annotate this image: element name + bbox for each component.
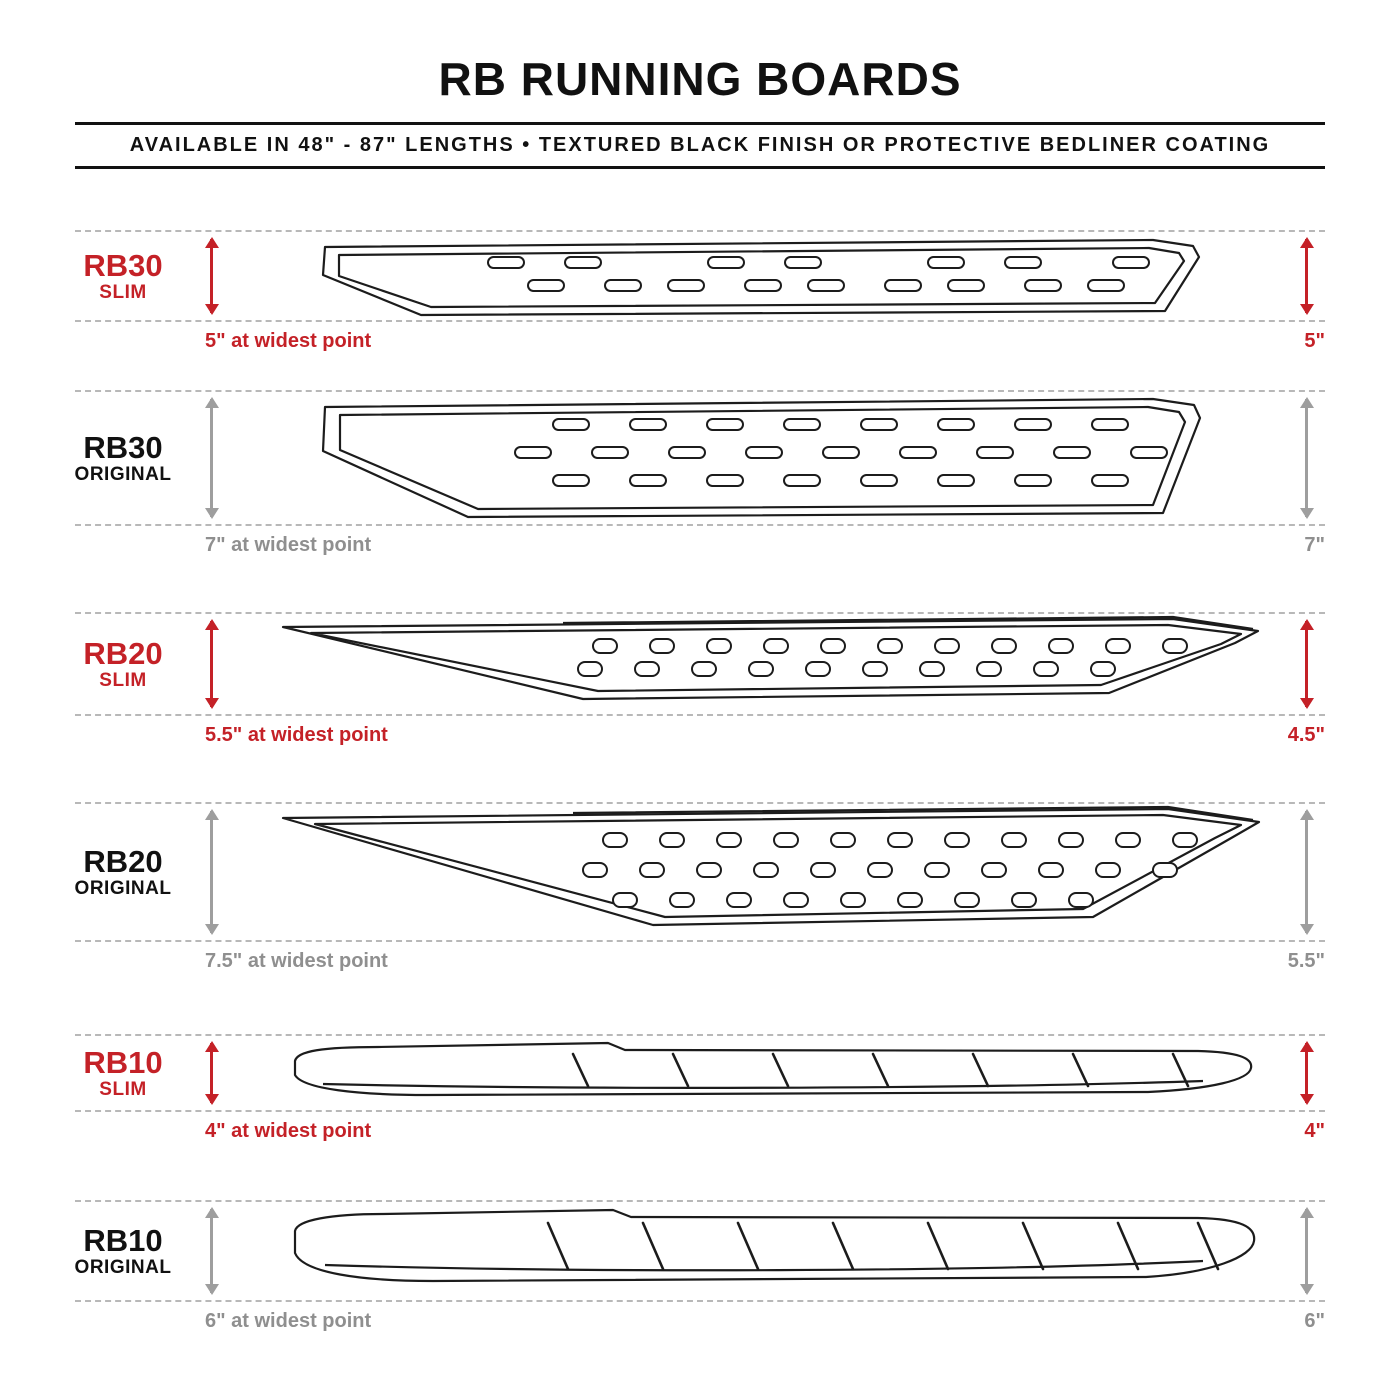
height-arrow-left	[210, 399, 213, 517]
subtitle-bar: AVAILABLE IN 48" - 87" LENGTHS • TEXTURE…	[75, 122, 1325, 169]
model-label-block: RB20 SLIM	[48, 635, 198, 691]
dashed-guide-bottom	[75, 1110, 1325, 1112]
variant-name: SLIM	[99, 669, 147, 691]
dashed-guide-bottom	[75, 714, 1325, 716]
height-arrow-left	[210, 621, 213, 707]
variant-name: ORIGINAL	[74, 463, 172, 485]
dashed-guide-top	[75, 1034, 1325, 1036]
dashed-guide-bottom	[75, 320, 1325, 322]
height-caption: 7"	[1304, 534, 1325, 556]
height-arrow-right	[1305, 399, 1308, 517]
model-name: RB10	[83, 1044, 163, 1080]
model-label-block: RB20 ORIGINAL	[48, 843, 198, 899]
dashed-guide-bottom	[75, 524, 1325, 526]
variant-name: SLIM	[99, 281, 147, 303]
page-title: RB RUNNING BOARDS	[438, 53, 962, 105]
board-drawing-rb20-original	[253, 805, 1283, 939]
variant-name: SLIM	[99, 1078, 147, 1100]
dashed-guide-top	[75, 390, 1325, 392]
dashed-guide-top	[75, 1200, 1325, 1202]
model-name: RB30	[83, 247, 163, 283]
model-name: RB20	[83, 635, 163, 671]
width-caption: 7" at widest point	[205, 534, 372, 556]
height-arrow-right	[1305, 811, 1308, 933]
row-rb20-original: RB20 ORIGINAL 7.5" at widest point 5.5"	[0, 802, 1400, 972]
board-drawing-rb20-slim	[253, 615, 1283, 713]
height-caption: 4.5"	[1287, 724, 1325, 746]
width-caption: 6" at widest point	[205, 1310, 372, 1332]
board-drawing-rb10-slim	[253, 1037, 1283, 1109]
model-name: RB30	[83, 429, 163, 465]
board-drawing-rb10-original	[253, 1203, 1283, 1299]
row-rb10-original: RB10 ORIGINAL 6" at widest point 6"	[0, 1200, 1400, 1332]
model-label-block: RB10 SLIM	[48, 1044, 198, 1100]
height-arrow-right	[1305, 621, 1308, 707]
width-caption: 5" at widest point	[205, 330, 372, 352]
board-drawing-rb30-original	[253, 393, 1283, 523]
variant-name: ORIGINAL	[74, 877, 172, 899]
dashed-guide-bottom	[75, 1300, 1325, 1302]
height-caption: 5"	[1304, 330, 1325, 352]
height-caption: 6"	[1304, 1310, 1325, 1332]
row-rb20-slim: RB20 SLIM 5.5" at widest point 4.5"	[0, 612, 1400, 746]
width-caption: 7.5" at widest point	[205, 950, 388, 972]
model-name: RB20	[83, 843, 163, 879]
row-rb30-original: RB30 ORIGINAL 7" at widest point 7"	[0, 390, 1400, 556]
row-rb30-slim: RB30 SLIM 5" at widest point 5"	[0, 230, 1400, 352]
dashed-guide-top	[75, 612, 1325, 614]
model-label-block: RB30 ORIGINAL	[48, 429, 198, 485]
model-name: RB10	[83, 1222, 163, 1258]
height-caption: 5.5"	[1287, 950, 1325, 972]
model-label-block: RB10 ORIGINAL	[48, 1222, 198, 1278]
dashed-guide-top	[75, 230, 1325, 232]
height-arrow-left	[210, 811, 213, 933]
height-caption: 4"	[1304, 1120, 1325, 1142]
width-caption: 4" at widest point	[205, 1120, 372, 1142]
height-arrow-left	[210, 1043, 213, 1103]
width-caption: 5.5" at widest point	[205, 724, 388, 746]
board-drawing-rb30-slim	[253, 233, 1283, 319]
height-arrow-left	[210, 239, 213, 313]
model-label-block: RB30 SLIM	[48, 247, 198, 303]
row-rb10-slim: RB10 SLIM 4" at widest point 4"	[0, 1034, 1400, 1142]
height-arrow-right	[1305, 1209, 1308, 1293]
height-arrow-left	[210, 1209, 213, 1293]
dashed-guide-top	[75, 802, 1325, 804]
height-arrow-right	[1305, 1043, 1308, 1103]
dashed-guide-bottom	[75, 940, 1325, 942]
height-arrow-right	[1305, 239, 1308, 313]
variant-name: ORIGINAL	[74, 1256, 172, 1278]
